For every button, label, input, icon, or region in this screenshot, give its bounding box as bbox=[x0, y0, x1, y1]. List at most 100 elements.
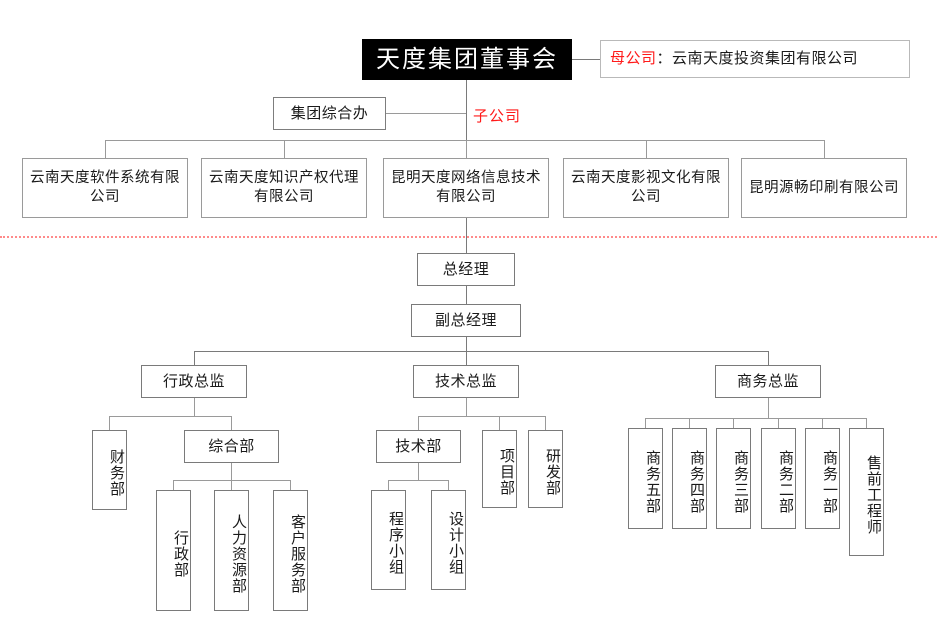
drop-design-group bbox=[448, 480, 449, 490]
dept-box-human-resources: 人力资源部 bbox=[214, 490, 249, 611]
admin-bus-bar bbox=[109, 416, 231, 417]
general-manager-label: 总经理 bbox=[442, 259, 490, 278]
business-box-3: 商务三部 bbox=[716, 428, 751, 529]
subsidiary-box-5: 昆明源畅印刷有限公司 bbox=[741, 158, 907, 218]
drop-finance bbox=[109, 416, 110, 430]
dept-box-tech: 技术部 bbox=[376, 430, 461, 463]
dept-label-finance: 财务部 bbox=[108, 449, 126, 497]
connector-through-divider bbox=[466, 218, 467, 253]
drop-admin-dept bbox=[173, 480, 174, 490]
dept-box-administration: 行政部 bbox=[156, 490, 191, 611]
drop-sub-1 bbox=[105, 140, 106, 158]
business-label-3: 商务三部 bbox=[732, 449, 750, 514]
deputy-general-manager-label: 副总经理 bbox=[434, 310, 497, 329]
connector-title-down bbox=[466, 80, 467, 140]
director-label-admin: 行政总监 bbox=[162, 371, 225, 390]
business-box-5: 商务五部 bbox=[628, 428, 663, 529]
director-label-tech: 技术总监 bbox=[434, 371, 497, 390]
dept-box-finance: 财务部 bbox=[92, 430, 127, 510]
business-label-5: 商务五部 bbox=[644, 449, 662, 514]
tech-bus-bar bbox=[418, 416, 545, 417]
connector-business-down bbox=[768, 398, 769, 418]
director-box-admin: 行政总监 bbox=[141, 365, 247, 398]
director-label-business: 商务总监 bbox=[736, 371, 799, 390]
subsidiary-box-3: 昆明天度网络信息技术有限公司 bbox=[383, 158, 549, 218]
drop-sub-4 bbox=[646, 140, 647, 158]
business-box-presales-engineer: 售前工程师 bbox=[849, 428, 884, 556]
section-divider bbox=[0, 236, 937, 238]
parent-company-label: 母公司 bbox=[610, 49, 657, 68]
drop-rd-dept bbox=[545, 416, 546, 430]
business-bus-bar bbox=[645, 418, 866, 419]
drop-sub-2 bbox=[284, 140, 285, 158]
general-manager-box: 总经理 bbox=[417, 253, 515, 286]
board-title-box: 天度集团董事会 bbox=[362, 39, 572, 80]
drop-business-3 bbox=[733, 418, 734, 428]
subsidiary-label-3: 昆明天度网络信息技术有限公司 bbox=[391, 170, 541, 205]
drop-cs-dept bbox=[290, 480, 291, 490]
drop-business-1 bbox=[822, 418, 823, 428]
drop-director-3 bbox=[768, 351, 769, 365]
group-office-box: 集团综合办 bbox=[273, 97, 386, 130]
drop-hr-dept bbox=[231, 480, 232, 490]
connector-admin-down bbox=[194, 398, 195, 416]
subsidiary-box-1: 云南天度软件系统有限公司 bbox=[22, 158, 188, 218]
team-box-program: 程序小组 bbox=[371, 490, 406, 590]
team-label-design: 设计小组 bbox=[447, 511, 465, 575]
subsidiary-label: 子公司 bbox=[473, 107, 522, 125]
business-label-2: 商务二部 bbox=[777, 449, 795, 514]
dept-label-customer-service: 客户服务部 bbox=[289, 513, 307, 594]
team-label-program: 程序小组 bbox=[387, 511, 405, 575]
dept-label-tech: 技术部 bbox=[395, 436, 442, 455]
subsidiary-label-5: 昆明源畅印刷有限公司 bbox=[749, 179, 899, 196]
drop-business-2 bbox=[778, 418, 779, 428]
drop-business-4 bbox=[689, 418, 690, 428]
subsidiary-label-4: 云南天度影视文化有限公司 bbox=[571, 170, 721, 205]
subsidiary-label-1: 云南天度软件系统有限公司 bbox=[30, 170, 180, 205]
connector-title-to-parent bbox=[572, 59, 600, 60]
subsidiary-label-2: 云南天度知识产权代理有限公司 bbox=[209, 170, 359, 205]
drop-director-1 bbox=[194, 351, 195, 365]
dept-box-rd: 研发部 bbox=[528, 430, 563, 508]
drop-sub-3 bbox=[466, 140, 467, 158]
group-office-label: 集团综合办 bbox=[290, 103, 369, 122]
deputy-general-manager-box: 副总经理 bbox=[411, 304, 521, 337]
drop-general-affairs bbox=[231, 416, 232, 430]
dept-label-administration: 行政部 bbox=[172, 529, 190, 578]
connector-tech-dept-down bbox=[418, 463, 419, 480]
drop-project-dept bbox=[499, 416, 500, 430]
dept-label-general-affairs: 综合部 bbox=[208, 436, 255, 455]
dept-box-customer-service: 客户服务部 bbox=[273, 490, 308, 611]
parent-company-name: 云南天度投资集团有限公司 bbox=[672, 49, 859, 68]
connector-general-affairs-down bbox=[231, 463, 232, 480]
subsidiary-bus-bar bbox=[105, 140, 824, 141]
business-box-1: 商务一部 bbox=[805, 428, 840, 529]
dept-box-general-affairs: 综合部 bbox=[184, 430, 279, 463]
business-label-4: 商务四部 bbox=[688, 449, 706, 514]
team-box-design: 设计小组 bbox=[431, 490, 466, 590]
connector-gm-to-dgm bbox=[466, 286, 467, 304]
drop-sub-5 bbox=[824, 140, 825, 158]
parent-company-separator: ： bbox=[656, 49, 673, 68]
parent-company-box: 母公司：云南天度投资集团有限公司 bbox=[600, 40, 910, 78]
directors-bus-bar bbox=[194, 351, 768, 352]
drop-business-5 bbox=[645, 418, 646, 428]
business-label-1: 商务一部 bbox=[821, 449, 839, 514]
board-title-text: 天度集团董事会 bbox=[376, 45, 558, 74]
dept-label-project: 项目部 bbox=[498, 448, 516, 496]
business-label-presales-engineer: 售前工程师 bbox=[865, 455, 883, 535]
connector-dgm-down bbox=[466, 337, 467, 351]
drop-director-2 bbox=[466, 351, 467, 365]
dept-box-project: 项目部 bbox=[482, 430, 517, 508]
subsidiary-box-2: 云南天度知识产权代理有限公司 bbox=[201, 158, 367, 218]
drop-tech-dept bbox=[418, 416, 419, 430]
connector-group-office bbox=[386, 113, 466, 114]
subsidiary-box-4: 云南天度影视文化有限公司 bbox=[563, 158, 729, 218]
business-box-2: 商务二部 bbox=[761, 428, 796, 529]
director-box-tech: 技术总监 bbox=[413, 365, 519, 398]
drop-program-group bbox=[388, 480, 389, 490]
connector-tech-down bbox=[466, 398, 467, 416]
business-box-4: 商务四部 bbox=[672, 428, 707, 529]
dept-label-rd: 研发部 bbox=[544, 448, 562, 496]
